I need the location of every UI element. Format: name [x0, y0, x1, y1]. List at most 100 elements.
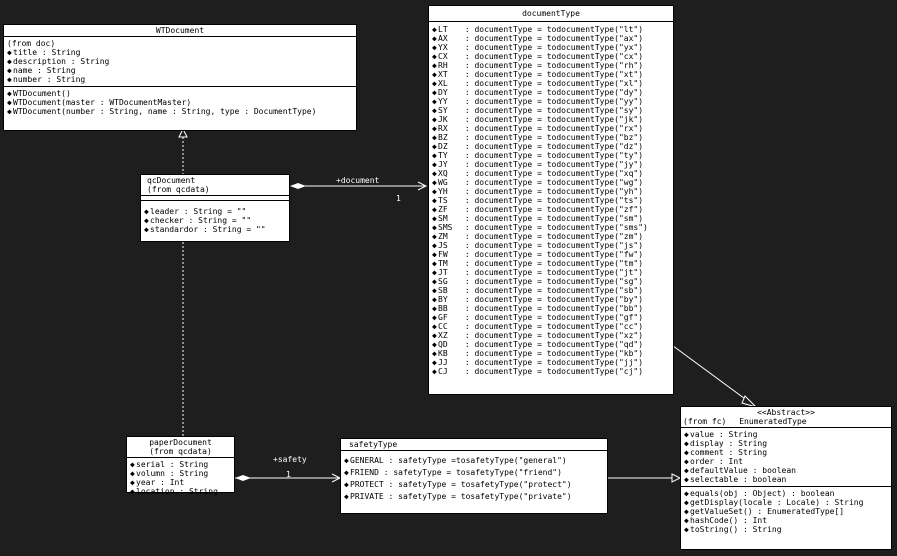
- operation-row-text: equals(obj : Object) : boolean: [690, 489, 835, 498]
- visibility-icon: ◆: [7, 57, 12, 66]
- static-literal-icon: ◆: [432, 160, 437, 169]
- safetytype-title: safetyType: [349, 440, 398, 449]
- attribute-row-text: title : String: [13, 48, 81, 57]
- literal-expression: : documentType = todocumentType("cx"): [460, 52, 644, 61]
- static-literal-icon: ◆: [432, 97, 437, 106]
- literal-expression: : documentType = todocumentType("zm"): [460, 232, 644, 241]
- literal-code: SG: [438, 277, 448, 286]
- literal-code: TS: [438, 196, 448, 205]
- literal-row: ◆PRIVATE : safetyType = tosafetyType("pr…: [344, 491, 604, 503]
- qcdocument-class[interactable]: qcDocument (from qcdata) ◆leader : Strin…: [140, 174, 290, 242]
- aggregation-diamond: [235, 475, 251, 481]
- visibility-icon: ◆: [344, 492, 349, 501]
- literal-expression: : documentType = todocumentType("jt"): [460, 268, 644, 277]
- static-literal-icon: ◆: [432, 295, 437, 304]
- literal-row: ◆ZM : documentType = todocumentType("zm"…: [432, 232, 670, 241]
- literal-code: YH: [438, 187, 448, 196]
- static-literal-icon: ◆: [432, 349, 437, 358]
- literal-code: JY: [438, 160, 448, 169]
- visibility-icon: ◆: [7, 66, 12, 75]
- operation-row: ◆toString() : String: [684, 525, 888, 534]
- literal-row-text: FRIEND : safetyType = tosafetyType("frie…: [350, 468, 562, 477]
- attribute-row-text: display : String: [690, 439, 768, 448]
- attribute-row-text: checker : String = "": [150, 216, 252, 225]
- attribute-row: ◆display : String: [684, 439, 888, 448]
- visibility-icon: ◆: [144, 207, 149, 216]
- literal-expression: : documentType = todocumentType("cj"): [460, 367, 644, 376]
- literal-expression: : documentType = todocumentType("gf"): [460, 313, 644, 322]
- operation-row: ◆WTDocument(number : String, name : Stri…: [7, 107, 353, 116]
- document-multiplicity-label: 1: [396, 194, 401, 203]
- static-literal-icon: ◆: [432, 196, 437, 205]
- literal-expression: : documentType = todocumentType("xt"): [460, 70, 644, 79]
- literal-expression: : documentType = todocumentType("rx"): [460, 124, 644, 133]
- literal-row: ◆KB : documentType = todocumentType("kb"…: [432, 349, 670, 358]
- static-literal-icon: ◆: [432, 34, 437, 43]
- safetytype-class[interactable]: safetyType ◆GENERAL : safetyType =tosafe…: [340, 438, 608, 514]
- static-literal-icon: ◆: [432, 133, 437, 142]
- literal-row: ◆XQ : documentType = todocumentType("xq"…: [432, 169, 670, 178]
- operation-row-text: WTDocument(number : String, name : Strin…: [13, 107, 317, 116]
- static-literal-icon: ◆: [432, 268, 437, 277]
- documenttype-class[interactable]: documentType ◆LT : documentType = todocu…: [428, 5, 674, 395]
- wtdocument-class[interactable]: WTDocument (from doc) ◆title : String◆de…: [3, 24, 357, 131]
- documenttype-title: documentType: [522, 9, 580, 18]
- visibility-icon: ◆: [684, 430, 689, 439]
- literal-expression: : documentType = todocumentType("sm"): [460, 214, 644, 223]
- literal-code: SM: [438, 214, 448, 223]
- visibility-icon: ◆: [344, 468, 349, 477]
- attribute-row: ◆comment : String: [684, 448, 888, 457]
- literal-code: BY: [438, 295, 448, 304]
- operation-row-text: getDisplay(locale : Locale) : String: [690, 498, 864, 507]
- static-literal-icon: ◆: [432, 322, 437, 331]
- visibility-icon: ◆: [344, 456, 349, 465]
- literal-code: DY: [438, 88, 448, 97]
- enumeratedtype-class[interactable]: <<Abstract>> (from fc) EnumeratedType ◆v…: [680, 406, 892, 550]
- operation-row: ◆WTDocument(): [7, 89, 353, 98]
- literal-expression: : documentType = todocumentType("bz"): [460, 133, 644, 142]
- qcdocument-attributes: ◆leader : String = ""◆checker : String =…: [141, 200, 289, 236]
- attribute-row: ◆checker : String = "": [144, 216, 286, 225]
- literal-expression: : documentType = todocumentType("zf"): [460, 205, 644, 214]
- operation-row-text: getValueSet() : EnumeratedType[]: [690, 507, 845, 516]
- qcdocument-empty-section: [141, 195, 289, 200]
- literal-row-text: PRIVATE : safetyType = tosafetyType("pri…: [350, 492, 572, 501]
- literal-code: SY: [438, 106, 448, 115]
- literal-expression: : documentType = todocumentType("sg"): [460, 277, 644, 286]
- visibility-icon: ◆: [684, 498, 689, 507]
- attribute-row: ◆description : String: [7, 57, 353, 66]
- visibility-icon: ◆: [130, 460, 135, 469]
- literal-row: ◆PROTECT : safetyType = tosafetyType("pr…: [344, 479, 604, 491]
- literal-code: WG: [438, 178, 448, 187]
- attribute-row: ◆standardor : String = "": [144, 225, 286, 234]
- wtdocument-title: WTDocument: [155, 26, 205, 35]
- literal-expression: : documentType = todocumentType("xz"): [460, 331, 644, 340]
- enumeratedtype-title-row: (from fc) EnumeratedType: [683, 417, 889, 426]
- static-literal-icon: ◆: [432, 106, 437, 115]
- generalization-arrowhead: [741, 395, 758, 409]
- paperdocument-class[interactable]: paperDocument (from qcdata) ◆serial : St…: [126, 436, 235, 496]
- literal-expression: : documentType = todocumentType("xq"): [460, 169, 644, 178]
- visibility-icon: ◆: [684, 516, 689, 525]
- visibility-icon: ◆: [684, 466, 689, 475]
- attribute-row-text: year : Int: [136, 478, 185, 487]
- visibility-icon: ◆: [7, 98, 12, 107]
- literal-expression: : documentType = todocumentType("by"): [460, 295, 644, 304]
- visibility-icon: ◆: [144, 216, 149, 225]
- literal-row: ◆RX : documentType = todocumentType("rx"…: [432, 124, 670, 133]
- literal-expression: : documentType = todocumentType("fw"): [460, 250, 644, 259]
- literal-expression: : documentType = todocumentType("wg"): [460, 178, 644, 187]
- visibility-icon: ◆: [130, 469, 135, 478]
- visibility-icon: ◆: [7, 89, 12, 98]
- enumeratedtype-header: <<Abstract>> (from fc) EnumeratedType: [681, 407, 891, 427]
- literal-code: AX: [438, 34, 448, 43]
- literal-row: ◆GF : documentType = todocumentType("gf"…: [432, 313, 670, 322]
- static-literal-icon: ◆: [432, 277, 437, 286]
- visibility-icon: ◆: [7, 107, 12, 116]
- static-literal-icon: ◆: [432, 367, 437, 376]
- literal-row: ◆AX : documentType = todocumentType("ax"…: [432, 34, 670, 43]
- literal-expression: : documentType = todocumentType("ts"): [460, 196, 644, 205]
- attribute-row: ◆name : String: [7, 66, 353, 75]
- static-literal-icon: ◆: [432, 205, 437, 214]
- literal-row: ◆XL : documentType = todocumentType("xl"…: [432, 79, 670, 88]
